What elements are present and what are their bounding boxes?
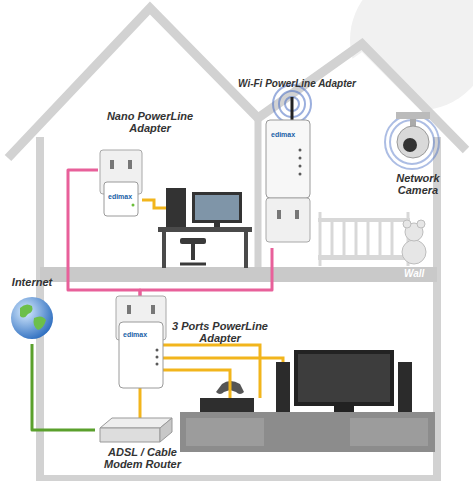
led bbox=[132, 204, 135, 207]
camera-mount bbox=[396, 112, 430, 119]
ethernet-cable bbox=[163, 345, 260, 398]
crib-bars bbox=[320, 212, 408, 266]
device-label: Wi-Fi PowerLine Adapter bbox=[232, 78, 362, 90]
brand-logo: edimax bbox=[108, 192, 132, 201]
nano-adapter-node: Nano PowerLine Adapter bbox=[98, 110, 202, 217]
brand-logo: edimax bbox=[271, 130, 295, 139]
device-label: 3 Ports PowerLine Adapter bbox=[170, 320, 270, 344]
wifi-adapter-node: Wi-Fi PowerLine Adapter bbox=[232, 76, 362, 248]
desk-leg bbox=[244, 232, 248, 268]
modem-router-node: ADSL / Cable Modem Router bbox=[95, 418, 190, 478]
socket-slot bbox=[151, 305, 155, 314]
ethernet-cable bbox=[142, 200, 166, 208]
device-label: Internet bbox=[2, 276, 62, 288]
game-console bbox=[200, 398, 254, 412]
wireless-waves bbox=[273, 85, 311, 123]
wifi-adapter bbox=[266, 120, 310, 198]
internet-cable bbox=[32, 344, 95, 430]
tv-cabinet bbox=[180, 412, 435, 452]
camera-lens bbox=[403, 138, 417, 152]
tv-screen bbox=[298, 354, 390, 402]
pc-tower bbox=[166, 188, 186, 227]
socket-slot bbox=[128, 160, 132, 169]
ethernet-cable bbox=[163, 370, 230, 398]
chair-seat bbox=[180, 238, 206, 244]
socket-slot bbox=[127, 305, 131, 314]
inner-wall bbox=[255, 118, 262, 272]
led-row bbox=[156, 349, 159, 366]
monitor bbox=[192, 192, 242, 223]
socket-slot bbox=[295, 210, 299, 219]
wireless-waves bbox=[385, 115, 439, 169]
cabinet-door bbox=[350, 418, 428, 446]
crib-rail bbox=[318, 218, 410, 222]
device-label: Nano PowerLine Adapter bbox=[98, 110, 202, 134]
desk-leg bbox=[162, 232, 166, 268]
chair-base bbox=[180, 263, 206, 266]
tv-stand bbox=[334, 406, 354, 412]
modem-front bbox=[100, 428, 160, 442]
house-floor bbox=[36, 475, 441, 481]
wall-label: Wall bbox=[404, 268, 424, 280]
teddy-bear bbox=[402, 220, 426, 264]
house-roof bbox=[8, 8, 466, 158]
internet-node: Internet bbox=[2, 276, 62, 344]
three-port-adapter-node: 3 Ports PowerLine Adapter bbox=[112, 296, 272, 388]
three-port-adapter bbox=[119, 322, 163, 388]
globe bbox=[11, 297, 53, 339]
monitor-stand bbox=[214, 223, 220, 227]
antenna bbox=[291, 97, 294, 122]
floor-wall-band bbox=[40, 267, 437, 282]
ethernet-cable bbox=[139, 388, 142, 418]
tv bbox=[294, 350, 394, 406]
ethernet-cable bbox=[163, 358, 283, 362]
brand-logo: edimax bbox=[123, 330, 147, 339]
crib-rail bbox=[318, 255, 410, 260]
house-interior bbox=[40, 17, 437, 478]
speaker bbox=[276, 362, 290, 412]
socket-slot bbox=[110, 160, 114, 169]
desk bbox=[158, 227, 252, 232]
camera-body bbox=[397, 126, 429, 158]
chair-post bbox=[191, 244, 195, 260]
device-label: ADSL / Cable Modem Router bbox=[95, 446, 190, 470]
powerline-wire bbox=[140, 248, 272, 296]
modem-side bbox=[160, 418, 172, 442]
cabinet-door bbox=[186, 418, 264, 446]
socket-slot bbox=[277, 210, 281, 219]
led-row bbox=[299, 149, 302, 176]
camera-node: Network Camera bbox=[378, 108, 458, 203]
device-label: Network Camera bbox=[378, 172, 458, 196]
nano-adapter bbox=[104, 182, 138, 216]
speaker bbox=[398, 362, 412, 412]
continents bbox=[20, 304, 46, 330]
powerline-wire bbox=[68, 170, 140, 296]
monitor-screen bbox=[195, 195, 239, 220]
wall-outlet bbox=[266, 198, 310, 242]
